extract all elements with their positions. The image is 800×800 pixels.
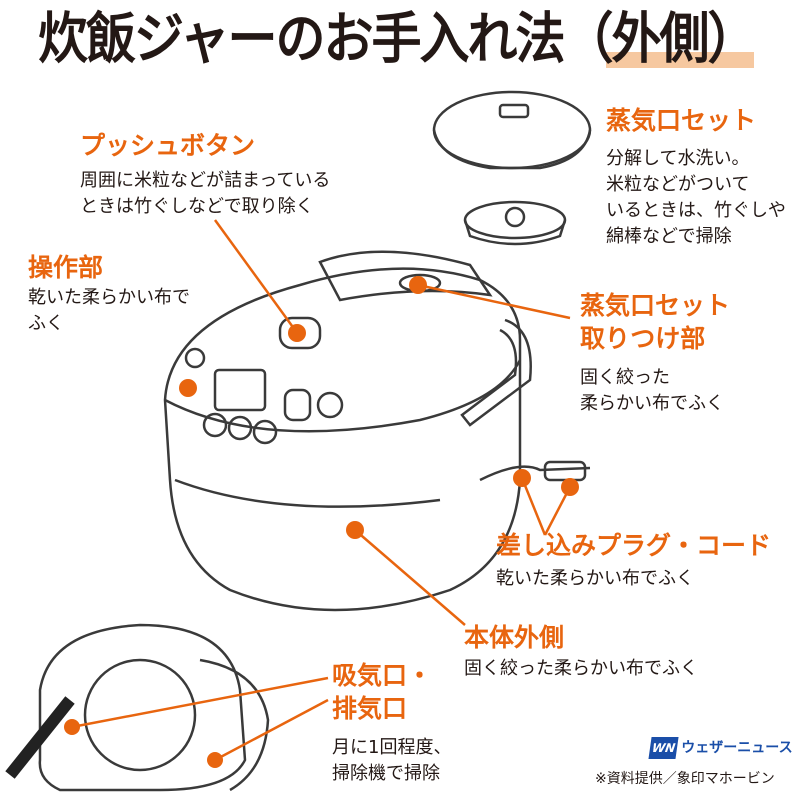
body-outer-text: 固く絞った柔らかい布でふく [464,658,698,679]
weathernews-logo: WN ウェザーニュース [648,737,793,760]
push-button-text: 周囲に米粒などが詰まっている ときは竹ぐしなどで取り除く [80,170,331,218]
credit: ※資料提供／象印マホービン [595,771,775,787]
steam-vent-set-drawing [432,90,592,246]
cooker-bottom-drawing [5,623,270,792]
push-button-heading: プッシュボタン [80,131,256,160]
control-text: 乾いた柔らかい布で ふく [28,287,190,335]
logo-name: ウェザーニュース [681,739,793,756]
plug-heading: 差し込みプラグ・コード [496,531,772,560]
vent-text: 月に1回程度、 掃除機で掃除 [332,737,452,785]
body-outer-heading: 本体外側 [464,623,565,652]
logo-mark: WN [648,737,679,760]
callout-lines [64,219,579,768]
steam-set-text: 分解して水洗い。 米粒などがついて いるときは、竹ぐしや 綿棒などで掃除 [606,148,786,248]
plug-text: 乾いた柔らかい布でふく [496,568,694,589]
page-title: 炊飯ジャーのお手入れ法（外側） [38,7,757,71]
title-highlight [606,52,754,68]
control-heading: 操作部 [28,253,104,282]
cooker-body-drawing [163,250,591,612]
steam-mount-heading: 蒸気口セット 取りつけ部 [580,291,731,353]
steam-set-heading: 蒸気口セット [606,106,757,135]
vent-heading: 吸気口・ 排気口 [332,661,433,723]
steam-mount-text: 固く絞った 柔らかい布でふく [580,367,724,415]
